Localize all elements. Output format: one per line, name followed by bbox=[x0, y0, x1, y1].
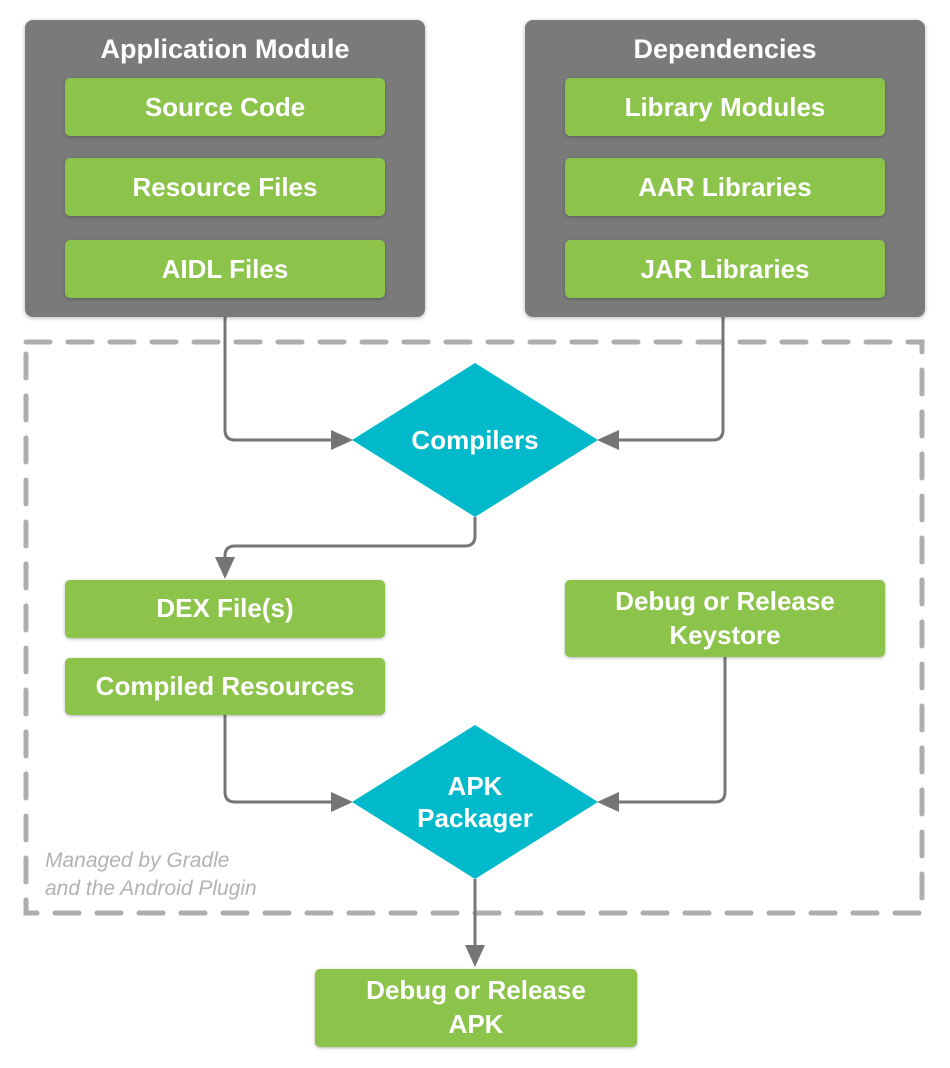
arrowhead-into-dex bbox=[215, 557, 235, 579]
arrowhead-into-compilers-left bbox=[331, 430, 353, 450]
node-compiled-resources: Compiled Resources bbox=[65, 658, 385, 715]
arrowhead-into-compilers-right bbox=[597, 430, 619, 450]
edge-resources-to-packager bbox=[223, 715, 331, 804]
gradle-zone-note-line1: Managed by Gradle bbox=[45, 849, 230, 872]
edge-appmodule-to-compilers bbox=[223, 317, 331, 442]
node-library-modules: Library Modules bbox=[565, 78, 885, 136]
dex-files-label: DEX File(s) bbox=[156, 593, 294, 624]
debug-release-apk-label: Debug or Release APK bbox=[366, 975, 586, 1039]
node-keystore: Debug or Release Keystore bbox=[565, 580, 885, 657]
dependencies-title: Dependencies bbox=[633, 33, 817, 64]
edge-keystore-to-packager bbox=[619, 657, 727, 804]
gradle-zone-note: Managed by Gradle and the Android Plugin bbox=[45, 847, 257, 903]
application-module-title: Application Module bbox=[100, 33, 350, 64]
node-aar-libraries: AAR Libraries bbox=[565, 158, 885, 216]
node-dex-files: DEX File(s) bbox=[65, 580, 385, 638]
node-resource-files: Resource Files bbox=[65, 158, 385, 216]
edge-dependencies-to-compilers bbox=[619, 317, 725, 442]
node-debug-release-apk: Debug or Release APK bbox=[315, 969, 637, 1047]
arrowhead-into-apk bbox=[465, 945, 485, 967]
gradle-zone-note-line2: and the Android Plugin bbox=[45, 877, 257, 900]
edge-compilers-to-dex bbox=[223, 517, 477, 558]
node-jar-libraries: JAR Libraries bbox=[565, 240, 885, 298]
application-module-box: Application Module Source Code Resource … bbox=[25, 20, 425, 317]
arrowhead-into-packager-left bbox=[331, 792, 353, 812]
keystore-label: Debug or Release Keystore bbox=[615, 585, 835, 650]
arrowhead-into-packager-right bbox=[597, 792, 619, 812]
dependencies-box: Dependencies Library Modules AAR Librari… bbox=[525, 20, 925, 317]
node-aidl-files: AIDL Files bbox=[65, 240, 385, 298]
compiled-resources-label: Compiled Resources bbox=[95, 670, 355, 701]
node-source-code: Source Code bbox=[65, 78, 385, 136]
compilers-label: Compilers bbox=[411, 424, 539, 455]
apk-packager-label: APK Packager bbox=[417, 770, 533, 834]
